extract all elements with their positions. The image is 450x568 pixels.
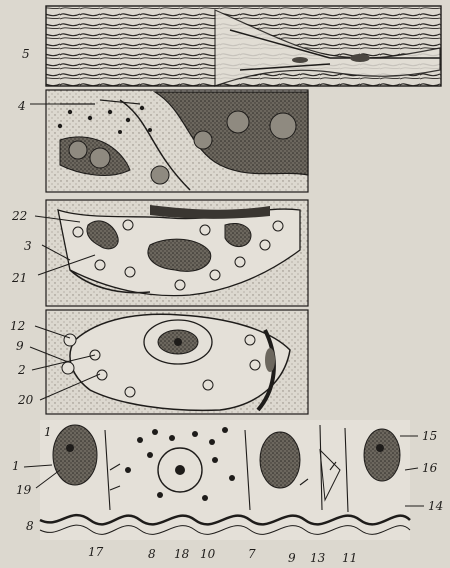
label-7: 7 (248, 547, 256, 561)
panel-3 (46, 200, 308, 306)
label-5: 5 (22, 47, 30, 61)
label-10: 10 (200, 547, 216, 561)
label-8-left: 8 (26, 519, 34, 533)
label-11: 11 (342, 551, 357, 565)
label-1-top: 1 (44, 425, 52, 439)
panel-1 (40, 420, 410, 540)
label-4: 4 (17, 99, 26, 113)
label-16: 16 (422, 461, 438, 475)
label-20: 20 (17, 393, 34, 407)
panel-2 (46, 310, 308, 414)
label-3: 3 (24, 239, 32, 253)
label-9-bottom: 9 (288, 551, 296, 565)
label-2: 2 (17, 363, 26, 377)
label-17: 17 (88, 545, 104, 559)
panel-5 (46, 6, 441, 86)
panel-4 (46, 90, 308, 192)
label-15: 15 (422, 429, 437, 443)
label-21: 21 (11, 271, 27, 285)
label-1: 1 (12, 459, 20, 473)
label-13: 13 (310, 551, 326, 565)
label-22: 22 (11, 209, 27, 223)
label-14: 14 (428, 499, 443, 513)
label-18: 18 (174, 547, 190, 561)
label-12: 12 (10, 319, 25, 333)
label-9-upper: 9 (16, 339, 24, 353)
label-19: 19 (16, 483, 32, 497)
label-8-bottom: 8 (148, 547, 156, 561)
